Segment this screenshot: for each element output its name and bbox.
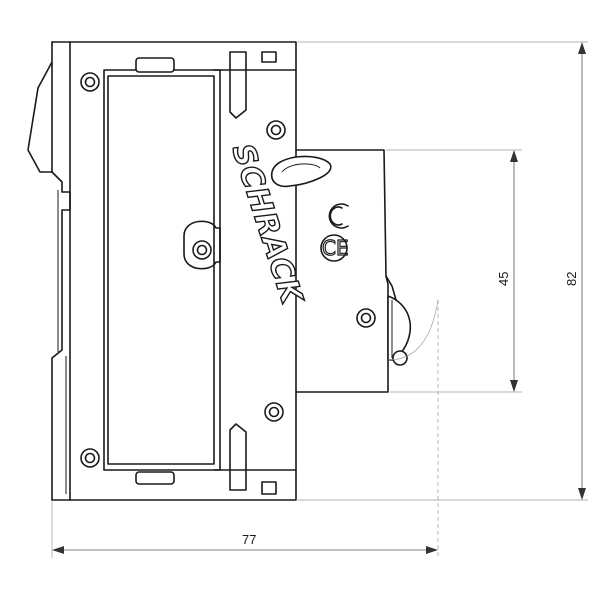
extension-lines [51, 41, 588, 558]
screw-bottom-right [264, 402, 284, 422]
screw-top-left [80, 72, 100, 92]
mounting-screws [80, 72, 376, 468]
toggle-lever [387, 295, 439, 366]
screw-bottom-left [80, 448, 100, 468]
dimension-overall-height: 82 [564, 42, 586, 500]
dimension-depth: 77 [52, 532, 438, 554]
dimension-depth-label: 77 [242, 532, 256, 547]
ce-mark: CE [322, 236, 349, 260]
dimension-overall-height-label: 82 [564, 272, 579, 286]
half-circle-mark-icon [328, 203, 349, 229]
dimension-front-height: 45 [496, 150, 518, 392]
screw-front [356, 308, 376, 328]
screw-top-right [266, 120, 286, 140]
approval-markings: CE [320, 203, 349, 262]
breaker-housing [27, 41, 397, 501]
dimension-front-height-label: 45 [496, 272, 511, 286]
screw-center [192, 240, 212, 260]
